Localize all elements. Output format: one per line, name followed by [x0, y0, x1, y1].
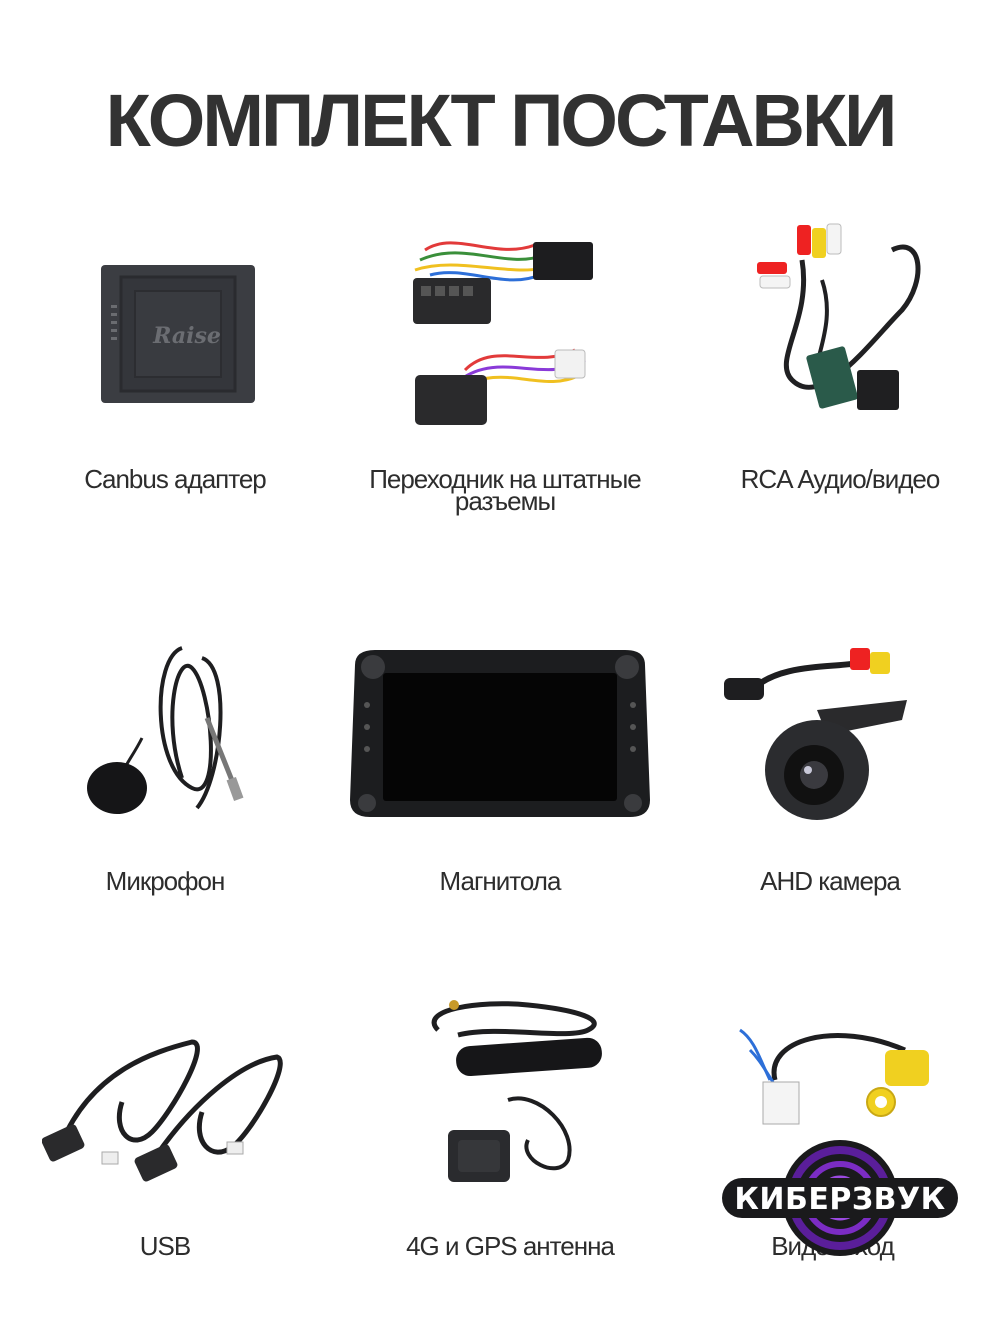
rca-cable-icon	[757, 223, 921, 410]
kiberzvuk-logo: КИБЕРЗВУК	[720, 1138, 960, 1258]
canbus-adapter-icon: Raise	[101, 265, 255, 403]
ahd-camera-icon	[724, 648, 907, 820]
video-input-cable-icon	[739, 1028, 929, 1125]
harness-adapter-item	[405, 220, 605, 435]
logo-ring-icon	[722, 1140, 958, 1256]
caption-harness: Переходник на штатные разъемы	[369, 464, 642, 516]
caption-microphone: Микрофон	[105, 866, 226, 896]
caption-ahd-camera: AHD камера	[760, 866, 901, 896]
microphone-item	[82, 628, 252, 828]
microphone-icon	[87, 646, 244, 814]
caption-canbus: Canbus адаптер	[84, 464, 267, 494]
ahd-camera-item	[722, 640, 922, 820]
caption-usb: USB	[139, 1231, 191, 1261]
head-unit-icon	[350, 650, 650, 817]
antenna-item	[418, 990, 608, 1195]
caption-rca: RCA Аудио/видео	[740, 464, 941, 494]
harness-adapter-icon	[413, 241, 593, 425]
logo-text: КИБЕРЗВУК	[734, 1182, 946, 1217]
video-input-cable-item	[735, 1020, 935, 1140]
usb-cable-icon	[42, 1039, 283, 1182]
antenna-icon	[431, 1000, 602, 1182]
canbus-adapter-item: Raise	[95, 255, 265, 415]
caption-antenna: 4G и GPS антенна	[406, 1231, 615, 1261]
usb-cable-item	[42, 1032, 290, 1182]
caption-head-unit: Магнитола	[439, 866, 562, 896]
device-label: Raise	[152, 323, 221, 349]
page-title: КОМПЛЕКТ ПОСТАВКИ	[105, 79, 898, 162]
head-unit-item	[345, 645, 655, 823]
rca-cable-item	[752, 220, 952, 435]
